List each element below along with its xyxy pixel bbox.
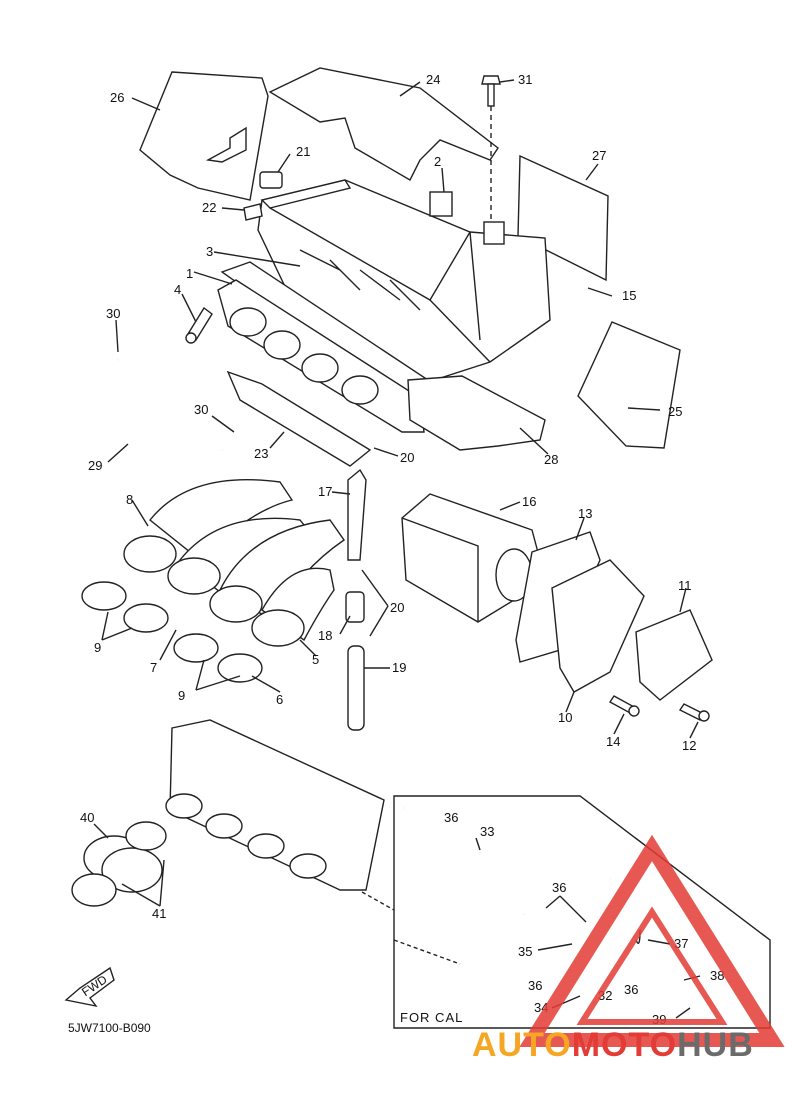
callout-11: 11	[678, 578, 692, 593]
callout-41: 41	[152, 906, 166, 921]
part-plate-28	[407, 375, 546, 451]
callout-22: 22	[202, 200, 216, 215]
callout-9b: 9	[178, 688, 185, 703]
callout-10: 10	[558, 710, 572, 725]
part-case-assembly	[515, 531, 713, 701]
part-joint-40	[71, 821, 167, 907]
part-left-cover	[139, 71, 269, 201]
callout-3: 3	[206, 244, 213, 259]
callout-6: 6	[276, 692, 283, 707]
callout-19: 19	[392, 660, 406, 675]
part-clip-22	[243, 203, 263, 221]
callout-28: 28	[544, 452, 558, 467]
callout-36d: 36	[624, 982, 638, 997]
callout-7: 7	[150, 660, 157, 675]
callout-26: 26	[110, 90, 124, 105]
watermark-hub: HUB	[677, 1026, 754, 1064]
part-bolt-top	[481, 75, 501, 230]
callout-36c: 36	[528, 978, 542, 993]
part-filter-27	[517, 154, 609, 282]
callout-36b: 36	[552, 880, 566, 895]
part-element-16	[401, 493, 541, 623]
part-hose-29	[95, 357, 225, 456]
watermark-auto: AUTO	[472, 1026, 572, 1064]
watermark-text: AUTOMOTOHUB	[472, 1026, 754, 1064]
callout-20a: 20	[400, 450, 414, 465]
part-right-panel	[577, 321, 681, 449]
part-plate-23	[226, 370, 372, 467]
callout-4: 4	[174, 282, 181, 297]
callout-15: 15	[622, 288, 636, 303]
callout-18: 18	[318, 628, 332, 643]
callout-12: 12	[682, 738, 696, 753]
part-vertical-hose	[345, 468, 367, 731]
cal-label: FOR CAL	[400, 1010, 463, 1025]
callout-33: 33	[480, 824, 494, 839]
callout-30b: 30	[194, 402, 208, 417]
cal-inset: FOR CAL	[361, 795, 771, 1029]
callout-36a: 36	[444, 810, 458, 825]
callout-38: 38	[710, 968, 724, 983]
callout-2: 2	[434, 154, 441, 169]
part-gasket-plate	[217, 261, 442, 433]
callout-5: 5	[312, 652, 319, 667]
callout-13: 13	[578, 506, 592, 521]
callout-8: 8	[126, 492, 133, 507]
callout-35: 35	[518, 944, 532, 959]
part-bolt-12	[678, 703, 710, 722]
leader-lines	[93, 79, 701, 1019]
callout-24: 24	[426, 72, 440, 87]
callout-31: 31	[518, 72, 532, 87]
callout-30a: 30	[106, 306, 120, 321]
callout-14: 14	[606, 734, 620, 749]
callout-1: 1	[186, 266, 193, 281]
callout-21: 21	[296, 144, 310, 159]
callout-25: 25	[668, 404, 682, 419]
part-carburetor	[165, 719, 385, 891]
callout-23: 23	[254, 446, 268, 461]
callout-29: 29	[88, 458, 102, 473]
callout-17: 17	[318, 484, 332, 499]
part-bolt-14	[608, 695, 640, 717]
callout-16: 16	[522, 494, 536, 509]
watermark-moto: MOTO	[572, 1026, 677, 1064]
callout-20b: 20	[390, 600, 404, 615]
fwd-arrow: FWD	[64, 966, 115, 1008]
watermark-logo	[519, 834, 785, 1047]
part-bolt-4	[185, 306, 213, 344]
callout-40: 40	[80, 810, 94, 825]
part-clamps-9	[81, 581, 263, 683]
diagram-code: 5JW7100-B090	[68, 1021, 151, 1035]
part-top-cover	[268, 67, 499, 181]
part-clip-21	[259, 171, 283, 189]
callout-9a: 9	[94, 640, 101, 655]
callout-27: 27	[592, 148, 606, 163]
part-intake-joints	[123, 479, 345, 647]
